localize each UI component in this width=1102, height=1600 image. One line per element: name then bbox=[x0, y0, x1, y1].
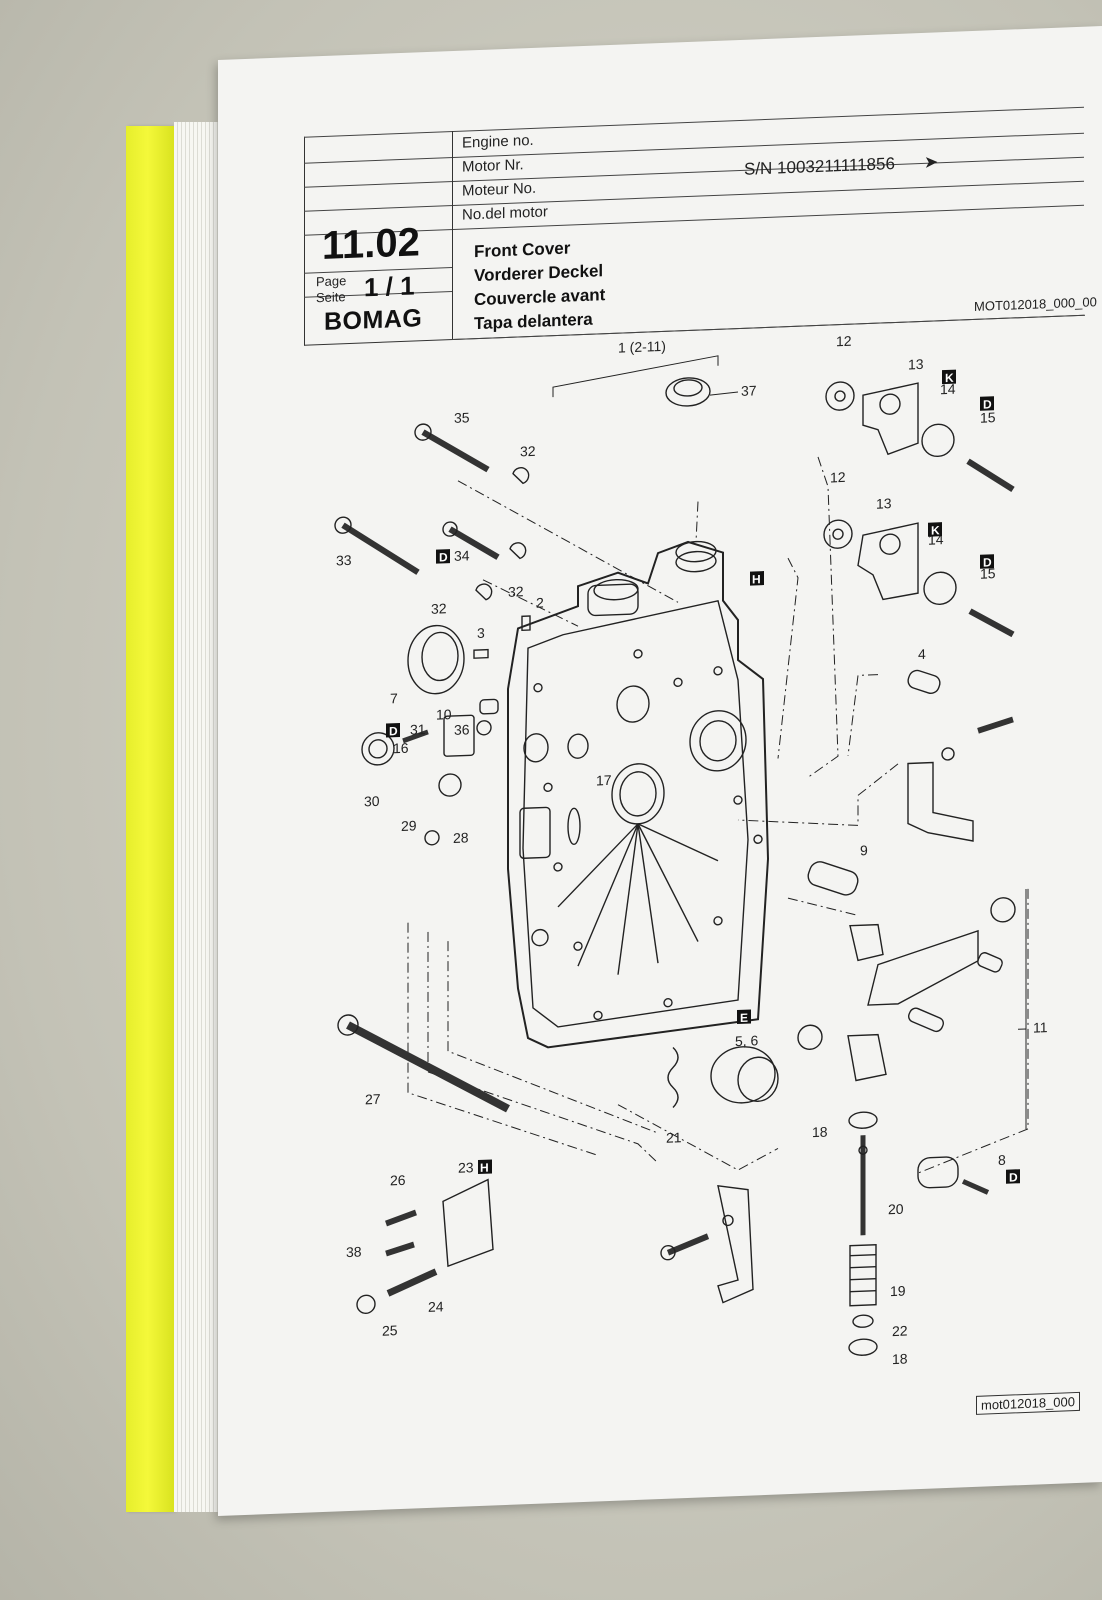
callout-36: 36 bbox=[454, 721, 470, 738]
callout-23: 23 bbox=[458, 1159, 474, 1176]
callout-13a: 13 bbox=[908, 356, 924, 373]
callout-7: 7 bbox=[390, 690, 398, 706]
rocker-13a bbox=[862, 382, 919, 456]
callout-10: 10 bbox=[436, 706, 452, 723]
plug-30 bbox=[361, 732, 395, 766]
callout-2: 2 bbox=[536, 594, 544, 610]
parts bbox=[334, 377, 1016, 1356]
callout-32c: 32 bbox=[431, 600, 447, 617]
bracket-upper bbox=[907, 761, 974, 842]
callout-32b: 32 bbox=[508, 583, 524, 600]
callout-15b: 15 bbox=[980, 565, 996, 582]
callout-4: 4 bbox=[918, 646, 926, 662]
marker-d-3: D bbox=[436, 549, 450, 565]
marker-k-1: K bbox=[942, 369, 956, 385]
marker-d-2: D bbox=[980, 554, 994, 570]
callout-20: 20 bbox=[888, 1201, 904, 1218]
seal-7 bbox=[407, 624, 465, 695]
svg-text:D: D bbox=[983, 397, 992, 411]
svg-text:K: K bbox=[931, 523, 940, 537]
exploded-diagram: 1 (2-11) 37 35 32 33 34 32 32 2 3 7 10 3… bbox=[334, 333, 1048, 1368]
marker-d-4: D bbox=[386, 723, 400, 738]
bushing-5-6 bbox=[710, 1046, 776, 1104]
callout-14a: 14 bbox=[940, 381, 956, 398]
callout-8: 8 bbox=[998, 1152, 1006, 1168]
lever-assembly bbox=[867, 929, 979, 1006]
leader-lines bbox=[407, 456, 1029, 1174]
callout-29: 29 bbox=[401, 817, 417, 834]
callout-34: 34 bbox=[454, 547, 470, 564]
callout-25: 25 bbox=[382, 1322, 398, 1339]
callout-9: 9 bbox=[860, 842, 868, 858]
callout-32a: 32 bbox=[520, 443, 536, 460]
callout-31: 31 bbox=[410, 721, 426, 738]
callout-ticks bbox=[552, 355, 1027, 1129]
markers: K D H K D D D bbox=[386, 369, 1020, 1185]
callout-22: 22 bbox=[892, 1323, 908, 1340]
callout-26: 26 bbox=[390, 1172, 406, 1189]
marker-h-1: H bbox=[750, 571, 764, 586]
bracket-lower bbox=[717, 1184, 754, 1304]
callout-11: 11 bbox=[1033, 1019, 1048, 1036]
callout-27: 27 bbox=[365, 1091, 381, 1108]
cover-plate-23 bbox=[442, 1178, 494, 1268]
callout-19: 19 bbox=[890, 1283, 906, 1300]
svg-text:D: D bbox=[983, 555, 992, 569]
svg-text:D: D bbox=[1009, 1170, 1018, 1184]
callout-17: 17 bbox=[596, 772, 612, 789]
svg-text:K: K bbox=[945, 371, 954, 385]
callout-12b: 12 bbox=[830, 469, 846, 486]
binder-spine bbox=[126, 126, 174, 1512]
callout-38: 38 bbox=[346, 1243, 362, 1260]
marker-d-1: D bbox=[980, 396, 994, 412]
catalog-page: Engine no. Motor Nr. Moteur No. No.del m… bbox=[218, 26, 1102, 1516]
seal-37 bbox=[665, 377, 711, 407]
callout-35: 35 bbox=[454, 409, 470, 426]
callout-30: 30 bbox=[364, 793, 380, 810]
callout-37: 37 bbox=[741, 382, 757, 399]
callout-3: 3 bbox=[477, 625, 485, 641]
callout-12a: 12 bbox=[836, 333, 852, 350]
callout-1: 1 (2-11) bbox=[618, 338, 666, 356]
callout-15a: 15 bbox=[980, 409, 996, 426]
marker-e-1: E bbox=[737, 1009, 751, 1025]
callout-18b: 18 bbox=[892, 1351, 908, 1368]
front-cover-housing bbox=[507, 540, 770, 1049]
callout-21: 21 bbox=[666, 1129, 682, 1146]
spring-19 bbox=[849, 1243, 877, 1307]
marker-h-2: H bbox=[478, 1159, 492, 1175]
marker-d-5: D bbox=[1006, 1169, 1020, 1185]
callout-18a: 18 bbox=[812, 1124, 828, 1141]
callout-labels: 1 (2-11) 37 35 32 33 34 32 32 2 3 7 10 3… bbox=[336, 333, 1048, 1368]
callout-13b: 13 bbox=[876, 495, 892, 512]
svg-text:E: E bbox=[740, 1011, 748, 1025]
svg-text:H: H bbox=[752, 572, 761, 586]
footer-code: mot012018_000 bbox=[976, 1391, 1080, 1415]
callout-24: 24 bbox=[428, 1298, 444, 1315]
rocker-13b bbox=[857, 522, 919, 601]
marker-k-2: K bbox=[928, 522, 942, 538]
svg-text:D: D bbox=[439, 550, 448, 564]
page-edges bbox=[174, 122, 220, 1512]
svg-text:H: H bbox=[480, 1161, 489, 1175]
callout-33: 33 bbox=[336, 552, 352, 569]
callout-16: 16 bbox=[393, 740, 409, 757]
callout-5-6: 5, 6 bbox=[735, 1032, 759, 1049]
svg-text:D: D bbox=[389, 724, 398, 738]
callout-28: 28 bbox=[453, 829, 469, 846]
